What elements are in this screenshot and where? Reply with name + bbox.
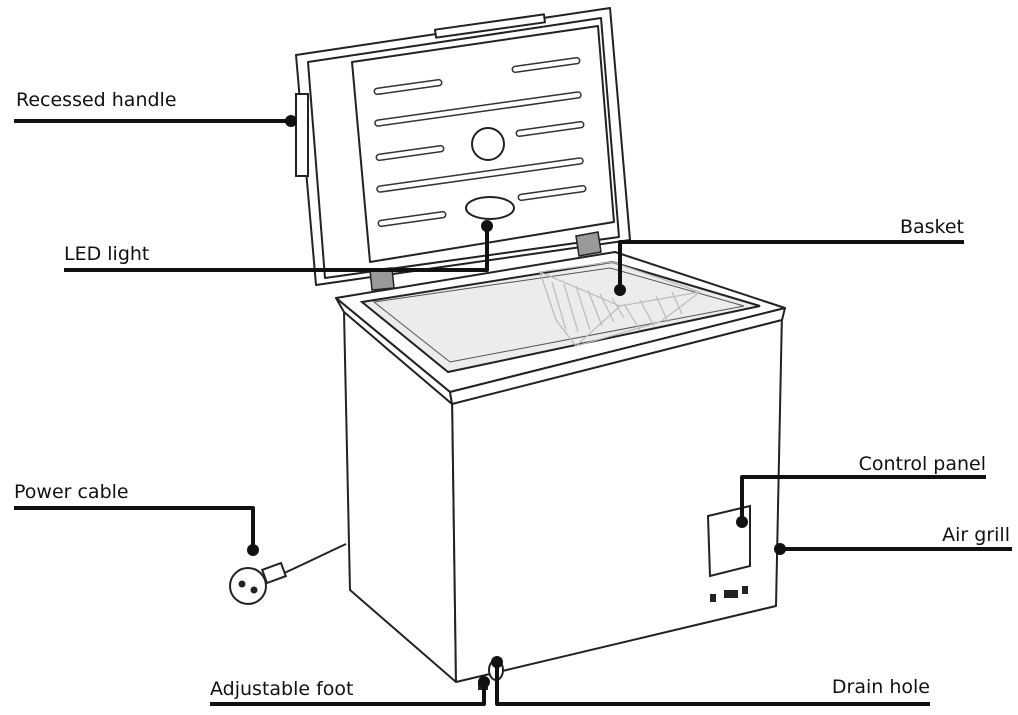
air-grill-shape bbox=[710, 586, 748, 602]
label-air-grill: Air grill bbox=[942, 524, 1010, 546]
basket-shape bbox=[537, 261, 701, 347]
lid-vent-slots bbox=[373, 56, 587, 228]
leader-led-light bbox=[64, 226, 489, 272]
label-led-light: LED light bbox=[64, 243, 150, 265]
freezer-cavity-inner bbox=[372, 267, 745, 363]
power-plug bbox=[229, 561, 288, 605]
label-recessed-handle: Recessed handle bbox=[16, 89, 177, 111]
label-basket: Basket bbox=[899, 216, 964, 238]
leader-dots bbox=[247, 115, 786, 688]
leader-power-cable bbox=[14, 506, 255, 550]
led-light-shape bbox=[465, 196, 515, 220]
label-control-panel: Control panel bbox=[858, 453, 986, 475]
power-cable-wire bbox=[281, 543, 347, 575]
lid-circle-emblem bbox=[471, 127, 505, 161]
recessed-handle-shape bbox=[295, 93, 309, 177]
label-power-cable: Power cable bbox=[14, 481, 129, 503]
leader-control-panel bbox=[740, 475, 986, 522]
leader-lines bbox=[14, 119, 1012, 706]
label-adjustable-foot: Adjustable foot bbox=[210, 678, 354, 700]
leader-drain-hole bbox=[495, 662, 930, 706]
leader-adjustable-foot bbox=[210, 682, 486, 706]
label-drain-hole: Drain hole bbox=[831, 676, 930, 698]
leader-basket bbox=[618, 240, 964, 290]
